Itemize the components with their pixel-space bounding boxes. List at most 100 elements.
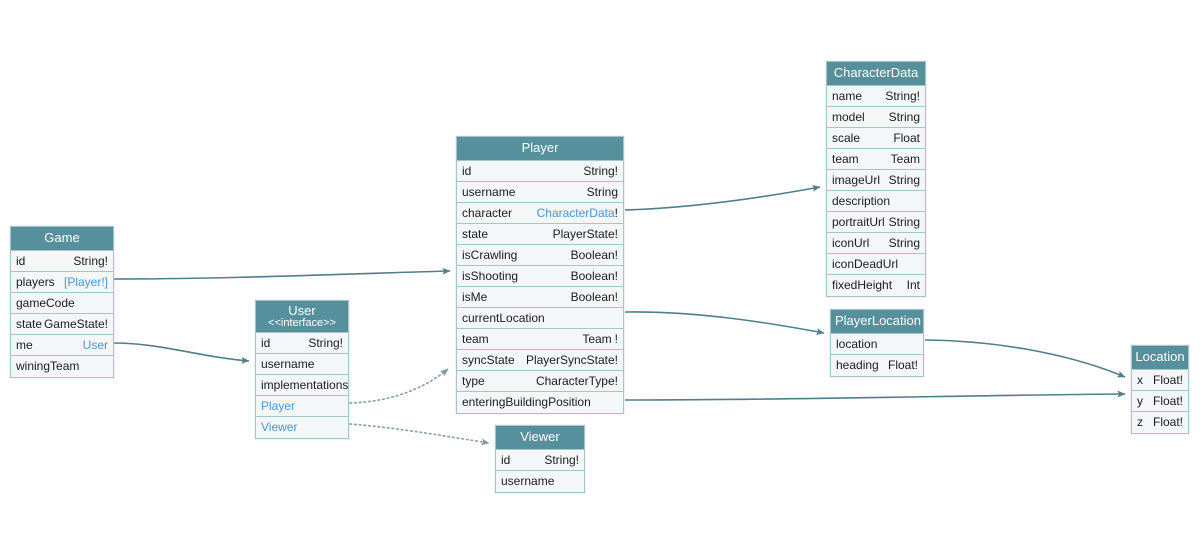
field-row[interactable]: isMe Boolean! [457,287,623,308]
field-row[interactable]: iconDeadUrl String [827,254,925,275]
field-row[interactable]: fixedHeight Int [827,275,925,296]
field-row[interactable]: name String! [827,86,925,107]
field-row[interactable]: z Float! [1132,412,1188,433]
field-name: syncState [462,353,515,367]
field-row[interactable]: state GameState! [11,314,113,335]
field-row[interactable]: id String! [256,333,348,354]
field-row[interactable]: gameCode String! [11,293,113,314]
field-type: Boolean! [570,290,618,304]
field-name: currentLocation [462,311,545,325]
field-type: Team [582,332,612,346]
field-name: imageUrl [832,173,881,187]
field-name: location [836,337,878,351]
field-type: String [888,110,920,124]
field-name: fixedHeight [832,278,893,292]
field-type: PlayerState! [552,227,618,241]
field-type-group[interactable]: CharacterData! [537,203,618,223]
field-type: String [888,215,920,229]
field-row[interactable]: enteringBuildingPosition Location [457,392,623,413]
field-name: implementations [261,378,348,392]
field-name: username [501,474,555,488]
field-row[interactable]: imageUrl String [827,170,925,191]
field-name: iconDeadUrl [832,257,899,271]
field-type[interactable]: Location [573,412,618,413]
field-type: Float! [887,358,918,372]
field-row[interactable]: currentLocation PlayerLocation! [457,308,623,329]
field-row[interactable]: isShooting Boolean! [457,266,623,287]
field-row[interactable]: scale Float [827,128,925,149]
entity-viewer[interactable]: Viewer id String! username String [495,425,585,493]
field-row[interactable]: location Location! [831,334,923,355]
field-name: gameCode [16,296,75,310]
field-row[interactable]: username String [256,354,348,375]
implementation-row-player[interactable]: Player [256,396,348,417]
field-row[interactable]: syncState PlayerSyncState! [457,350,623,371]
field-row[interactable]: players [Player!] [11,272,113,293]
field-type: String [586,185,618,199]
field-row[interactable]: state PlayerState! [457,224,623,245]
field-name: y [1137,394,1143,408]
entity-player[interactable]: Player id String! username String charac… [456,136,624,414]
field-type[interactable]: CharacterData [536,206,615,220]
entity-playerlocation[interactable]: PlayerLocation location Location! headin… [830,309,924,377]
field-type: CharacterType! [535,374,618,388]
implementation-row-viewer[interactable]: Viewer [256,417,348,438]
field-row[interactable]: username String [457,182,623,203]
field-name: team [462,332,489,346]
field-name: type [462,374,485,388]
field-row[interactable]: id String! [11,251,113,272]
field-row[interactable]: type CharacterType! [457,371,623,392]
field-name: me [16,338,33,352]
edge-player-enteringbuildingposition-location [624,390,1126,401]
field-row[interactable]: y Float! [1132,391,1188,412]
field-name: iconUrl [832,236,870,250]
field-row[interactable]: team Team! [457,329,623,350]
field-type: String [888,236,920,250]
field-row[interactable]: id String! [496,450,584,471]
field-row[interactable]: winingTeam Team [11,356,113,377]
field-row[interactable]: character CharacterData! [457,203,623,224]
field-row[interactable]: heading Float! [831,355,923,376]
edge-user-player-implementation [349,368,449,404]
entity-title-location: Location [1132,346,1188,370]
entity-title-player: Player [457,137,623,161]
field-type[interactable]: User [82,338,108,352]
field-row[interactable]: x Float! [1132,370,1188,391]
field-row[interactable]: portraitUrl String [827,212,925,233]
field-name: name [832,89,863,103]
implementations-label-row: implementations [256,375,348,396]
field-name: description [832,194,891,208]
field-name: x [1137,373,1143,387]
edge-game-me-user [113,342,250,364]
entity-characterdata[interactable]: CharacterData name String! model String … [826,61,926,297]
field-type: String! [73,254,108,268]
field-type[interactable]: [Player!] [63,275,108,289]
field-type: Team [79,376,108,377]
entity-user[interactable]: User <<interface>> id String! username S… [255,300,349,439]
field-row[interactable]: id String! [457,161,623,182]
entity-location[interactable]: Location x Float! y Float! z Float! [1131,345,1189,434]
field-row[interactable]: me User [11,335,113,356]
field-name: enteringBuildingPosition [462,395,591,409]
field-row[interactable]: model String [827,107,925,128]
field-type: Boolean! [570,269,618,283]
field-row[interactable]: iconUrl String [827,233,925,254]
field-name: id [501,453,511,467]
field-row[interactable]: team Team [827,149,925,170]
entity-game[interactable]: Game id String! players [Player!] gameCo… [10,226,114,378]
field-name: Viewer [261,420,298,434]
non-null-marker: ! [614,332,618,346]
field-name: character [462,206,513,220]
field-type: GameState! [43,317,108,331]
field-type: String [888,173,920,187]
field-row[interactable]: username String [496,471,584,492]
field-row[interactable]: description String [827,191,925,212]
field-name: id [462,164,472,178]
field-type: Boolean! [570,248,618,262]
field-row[interactable]: isCrawling Boolean! [457,245,623,266]
edge-user-viewer-implementation [349,423,490,446]
field-name: team [832,152,859,166]
entity-title-game: Game [11,227,113,251]
entity-title-characterdata: CharacterData [827,62,925,86]
